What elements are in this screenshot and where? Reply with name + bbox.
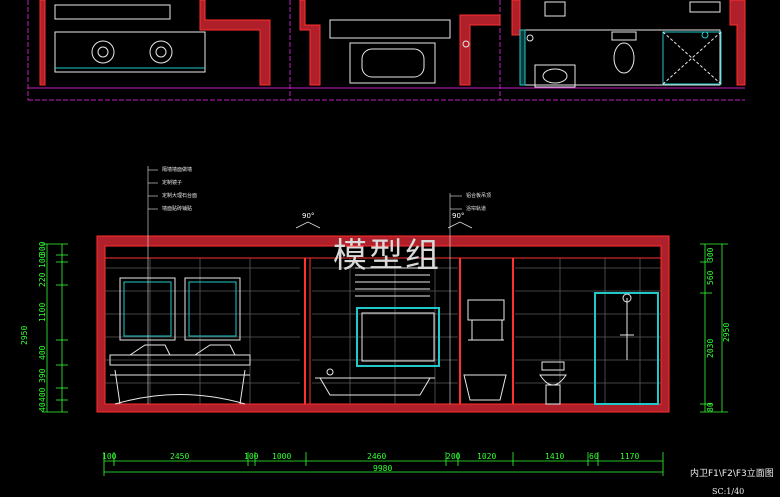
callout-label: 墙面贴砖铺贴: [162, 206, 193, 212]
dim-text: 100: [102, 452, 117, 461]
plan-basin-1: [91, 40, 115, 64]
plan-drain: [462, 40, 470, 48]
basin-right: [194, 344, 236, 356]
drawing-scale: SC:1/40: [712, 487, 745, 496]
dimension-lines: [42, 243, 728, 476]
callout-label: 定制大理石台面: [162, 193, 198, 199]
plan-wall-left-room: [199, 0, 271, 86]
drawing-title: 内卫F1\F2\F3立面图: [690, 469, 774, 479]
dim-text: 1170: [620, 452, 640, 461]
mirror-right: [184, 277, 241, 341]
mirror-left: [119, 277, 176, 341]
dim-text: 300: [706, 247, 715, 262]
plan-shelf: [329, 19, 451, 39]
callout-label: 浴帘轨道: [466, 206, 487, 212]
plan-basin-2: [149, 40, 173, 64]
dim-text: 220: [38, 272, 47, 287]
plan-bathtub: [349, 42, 436, 84]
shower-glass: [594, 292, 659, 405]
dim-text: 200: [446, 452, 461, 461]
plan-cabinet: [54, 4, 171, 20]
dim-text: 40: [38, 402, 47, 412]
plan-view: [27, 0, 746, 101]
dim-text: 100: [38, 253, 47, 268]
plan-shower: [662, 31, 722, 85]
dim-text: 400: [38, 387, 47, 402]
dim-text: 1100: [38, 302, 47, 322]
dim-text: 60: [589, 452, 599, 461]
tile-grid-right: [515, 258, 661, 404]
dim-text: 80: [706, 402, 715, 412]
basin-left: [129, 344, 171, 356]
dim-text: 560: [706, 270, 715, 285]
plan-wall-left: [39, 0, 46, 86]
dim-total: 9980: [373, 464, 393, 473]
callout-label: 定制镜子: [162, 180, 183, 186]
dim-total-left: 2950: [20, 325, 29, 345]
tile-grid-middle: [312, 258, 458, 404]
dim-text: 2460: [367, 452, 387, 461]
callout-label: 隔墙墙面做墙: [162, 167, 193, 173]
plan-wall-right-1: [511, 0, 521, 36]
towel-rack: [355, 267, 430, 297]
vanity-counter: [109, 354, 251, 366]
dim-total-right: 2950: [722, 322, 731, 342]
plan-sink-right: [534, 64, 576, 88]
dim-text: 100: [244, 452, 259, 461]
angle-label: 90°: [452, 212, 465, 220]
dim-text: 2030: [706, 338, 715, 358]
tile-grid-left: [105, 258, 300, 404]
dim-text: 390: [38, 368, 47, 383]
toilet-tank: [541, 361, 565, 371]
dim-text: 2450: [170, 452, 190, 461]
elevation-view: [96, 166, 670, 413]
plan-wall-mid-left: [299, 0, 321, 86]
dim-text: 1020: [477, 452, 497, 461]
basin-stand: [463, 374, 507, 401]
dim-text: 1000: [272, 452, 292, 461]
plan-wall-mid-right: [459, 14, 501, 86]
plan-room-right: [519, 29, 721, 86]
plan-wall-right-2: [729, 0, 746, 86]
bath-window: [356, 307, 440, 367]
dim-text: 1410: [545, 452, 565, 461]
callout-label: 铝合板吊顶: [466, 193, 492, 199]
plan-vanity-counter: [54, 31, 206, 73]
plan-toilet-bowl: [613, 42, 635, 74]
watermark: 模型组: [333, 236, 441, 276]
angle-label: 90°: [302, 212, 315, 220]
plan-toilet-tank: [611, 31, 637, 41]
dim-text: 400: [38, 345, 47, 360]
